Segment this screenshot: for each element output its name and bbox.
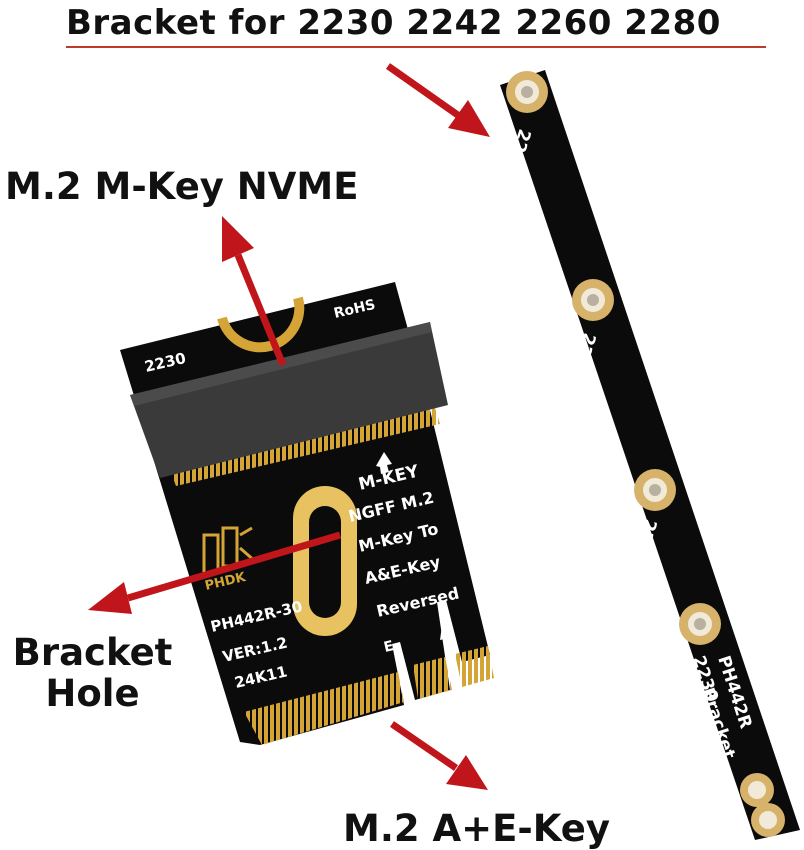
title-underline [66,46,766,48]
arrow-to-bracket [385,63,490,137]
bracket-hole-2260 [572,279,614,321]
adapter-board: PHDK 2230 RoHS M-KEY NGFF M.2 M-Key To A… [120,282,494,745]
board-key-a: A [437,626,451,644]
up-arrow-icon [376,452,392,474]
callout-bracket-hole-line-2: Hole [45,671,140,715]
arrow-to-ae-key [390,721,488,790]
bracket-hole-2280 [506,71,548,113]
mkey-connector [130,322,448,478]
arrow-to-bracket-hole [88,531,341,614]
bracket-hole-2230 [679,603,721,645]
callout-nvme: M.2 M-Key NVME [5,165,359,208]
bracket-hole-2242 [634,469,676,511]
arrow-to-nvme [222,216,287,367]
page-title: Bracket for 2230 2242 2260 2280 [66,3,721,43]
board-key-e: E [382,638,395,656]
callout-bracket-hole: Bracket Hole [5,631,180,715]
callout-bracket-hole-line-1: Bracket [12,631,173,674]
bracket-strip: 2280 2260 2242 2230 PH442R Bracket [500,70,800,840]
callout-ae-key: M.2 A+E-Key [343,807,611,850]
bracket-end-holes [740,773,785,837]
